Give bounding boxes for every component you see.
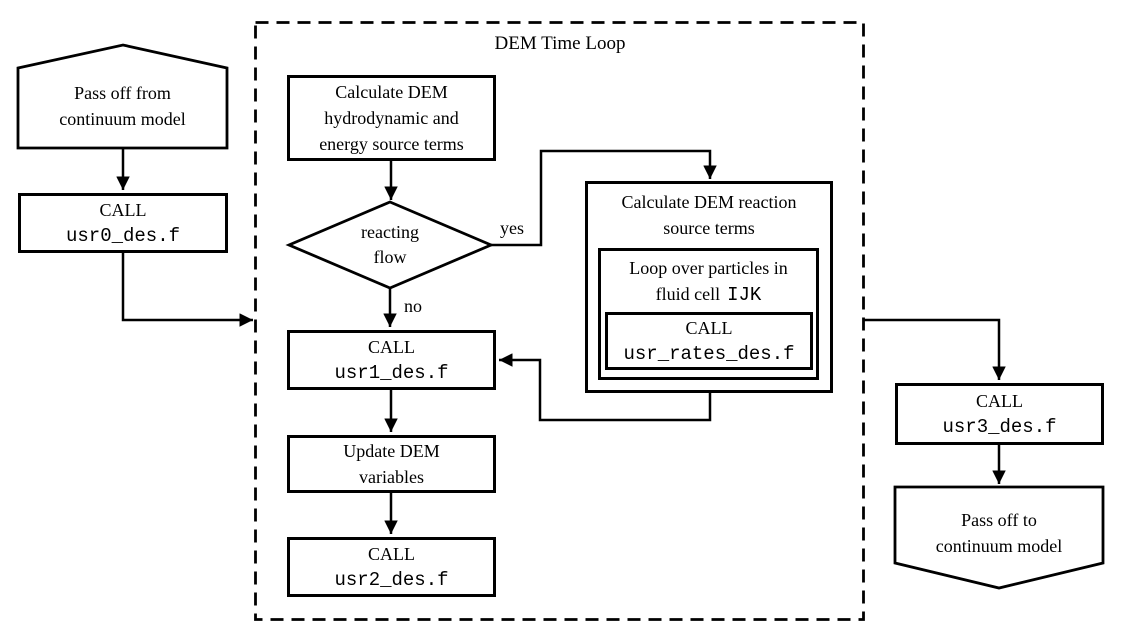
dem-time-loop-boundary [254,21,865,621]
reacting-flow-line1: reacting [361,222,419,242]
calc-hydro-line1: Calculate DEM [335,82,448,102]
edge-usr0-to-loop [121,253,253,327]
call-usr3-box: CALL usr3_des.f [895,383,1104,445]
calc-hydro-line3: energy source terms [319,134,464,154]
usr2-file-text: usr2_des.f [334,568,449,591]
decision-yes-label: yes [500,218,524,238]
loop-particles-line1: Loop over particles in [629,258,788,278]
usr2-call-text: CALL [368,543,415,564]
edge-decision-yes-to-reaction [491,149,717,247]
reacting-flow-line2: flow [373,247,407,267]
calc-hydro-line2: hydrodynamic and [324,108,459,128]
reacting-flow-label: reacting flow [289,220,491,270]
pass-from-continuum-shape [16,43,229,150]
update-dem-box: Update DEM variables [287,435,496,493]
loop-particles-line2-text: fluid cell [655,284,721,304]
pass-to-line2: continuum model [935,536,1063,556]
calc-hydro-box: Calculate DEM hydrodynamic and energy so… [287,75,496,161]
calc-reaction-line1: Calculate DEM reaction [621,192,797,212]
pass-to-continuum-label: Pass off to continuum model [895,507,1103,559]
decision-no-label: no [404,296,422,316]
pass-to-line1: Pass off to [961,510,1037,530]
usr-rates-call-text: CALL [685,317,733,338]
calc-reaction-line2: source terms [663,218,755,238]
usr0-call-text: CALL [99,199,147,220]
loop-particles-cell-code: IJK [727,284,762,306]
pass-from-line1: Pass off from [74,83,171,103]
edge-loop-to-usr3 [864,318,1006,380]
pass-to-continuum-shape [893,485,1105,590]
usr3-call-text: CALL [976,390,1023,411]
call-usr-rates-box: CALL usr_rates_des.f [605,312,813,370]
pass-from-line2: continuum model [59,109,186,129]
loop-particles-line2: fluid cell IJK [656,281,762,308]
usr1-file-text: usr1_des.f [334,361,449,384]
dem-time-loop-title: DEM Time Loop [494,33,626,54]
usr1-call-text: CALL [368,336,415,357]
call-usr1-box: CALL usr1_des.f [287,330,496,390]
edge-reaction-to-usr1 [499,353,712,422]
update-dem-line2: variables [359,467,424,487]
call-usr2-box: CALL usr2_des.f [287,537,496,597]
usr3-file-text: usr3_des.f [942,415,1057,438]
usr-rates-file-text: usr_rates_des.f [623,342,795,365]
usr0-file-text: usr0_des.f [65,224,181,247]
pass-from-continuum-label: Pass off from continuum model [18,80,227,132]
update-dem-line1: Update DEM [343,441,440,461]
call-usr0-box: CALL usr0_des.f [18,193,228,253]
